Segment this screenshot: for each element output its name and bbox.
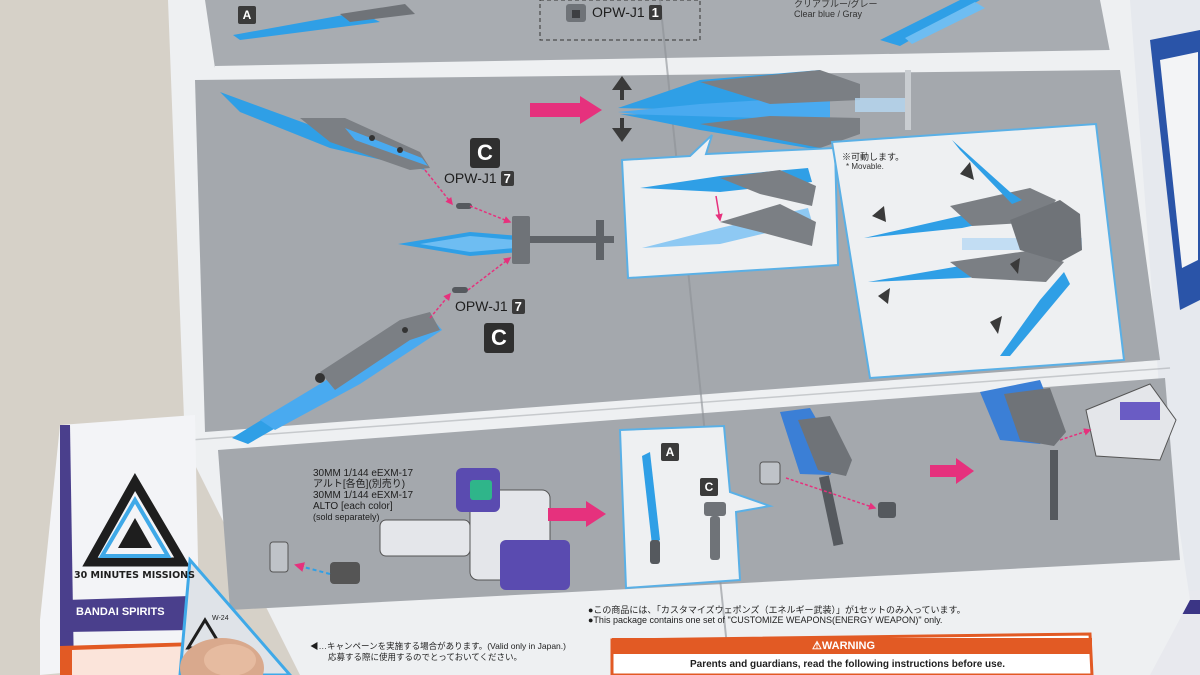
contents-note-jp: ●この商品には、「カスタマイズウェポンズ（エネルギー武装）」が1セットのみ入って…: [588, 605, 966, 615]
kit-line-1: 30MM 1/144 eEXM-17: [313, 468, 414, 479]
assembly-arrow-bottom: [548, 501, 606, 527]
runner-a-bottom: A: [661, 443, 679, 461]
contents-note-en: ●This package contains one set of "CUSTO…: [588, 615, 943, 625]
warning-title: ⚠WARNING: [812, 640, 876, 652]
lower-blade-unit: [232, 312, 442, 444]
assembly-arrow-right: [930, 458, 974, 484]
runner-a-top: A: [238, 6, 256, 24]
mounted-weapon-final: [980, 380, 1177, 520]
center-blade-unit: [398, 216, 614, 264]
kit-line-4: ALTO [each color]: [313, 501, 393, 512]
top-part-number: 1: [648, 5, 662, 20]
runner-c-bottom-small: C: [700, 478, 718, 496]
movable-note-en: * Movable.: [846, 162, 884, 171]
kit-line-2: アルト[各色](別売り): [313, 479, 406, 490]
joint-pieces: [452, 203, 472, 293]
runner-c-top: C: [470, 138, 500, 168]
part-code-lower: OPW-J1: [455, 298, 508, 314]
30mm-logo: [82, 472, 190, 567]
movable-callout: [830, 122, 1126, 380]
warning-text: Parents and guardians, read the followin…: [690, 659, 1006, 670]
color-note-jp: クリアブルー/グレー: [794, 0, 878, 9]
top-blade-part: [233, 4, 415, 40]
alto-robot-figure: [269, 468, 570, 590]
top-part-code: OPW-J1: [592, 4, 645, 20]
movable-arrows: [872, 162, 1020, 334]
runner-c-bottom: C: [484, 323, 514, 353]
kit-info: 30MM 1/144 eEXM-17 アルト[各色](別売り) 30MM 1/1…: [313, 468, 413, 523]
kit-line-3: 30MM 1/144 eEXM-17: [313, 490, 414, 501]
upper-blade-unit: [220, 92, 430, 170]
part-number-upper: 7: [500, 171, 514, 186]
part-number-lower: 7: [511, 299, 525, 314]
top-blade-part-right: [880, 0, 985, 46]
bandai-banner: BANDAI SPIRITS: [76, 606, 165, 618]
top-joint-part: [566, 4, 586, 22]
part-code-upper: OPW-J1: [444, 170, 497, 186]
code-label: W-24: [212, 615, 229, 622]
brand-name: 30 MINUTES MISSIONS: [74, 570, 195, 581]
parts-callout: [618, 424, 774, 590]
detail-callout: [620, 134, 840, 280]
color-note-en: Clear blue / Gray: [794, 9, 863, 19]
campaign-note-2: 応募する際に使用するのでとっておいてください。: [328, 652, 523, 662]
assembled-weapon: [618, 70, 911, 150]
assembly-arrow: [530, 96, 602, 124]
campaign-note: ◀…キャンペーンを実施する場合があります。(Valid only in Japa…: [310, 641, 566, 651]
weapon-arm-mount: [759, 408, 896, 547]
movable-note-jp: ※可動します。: [842, 152, 905, 162]
kit-line-5: (sold separately): [313, 512, 380, 522]
